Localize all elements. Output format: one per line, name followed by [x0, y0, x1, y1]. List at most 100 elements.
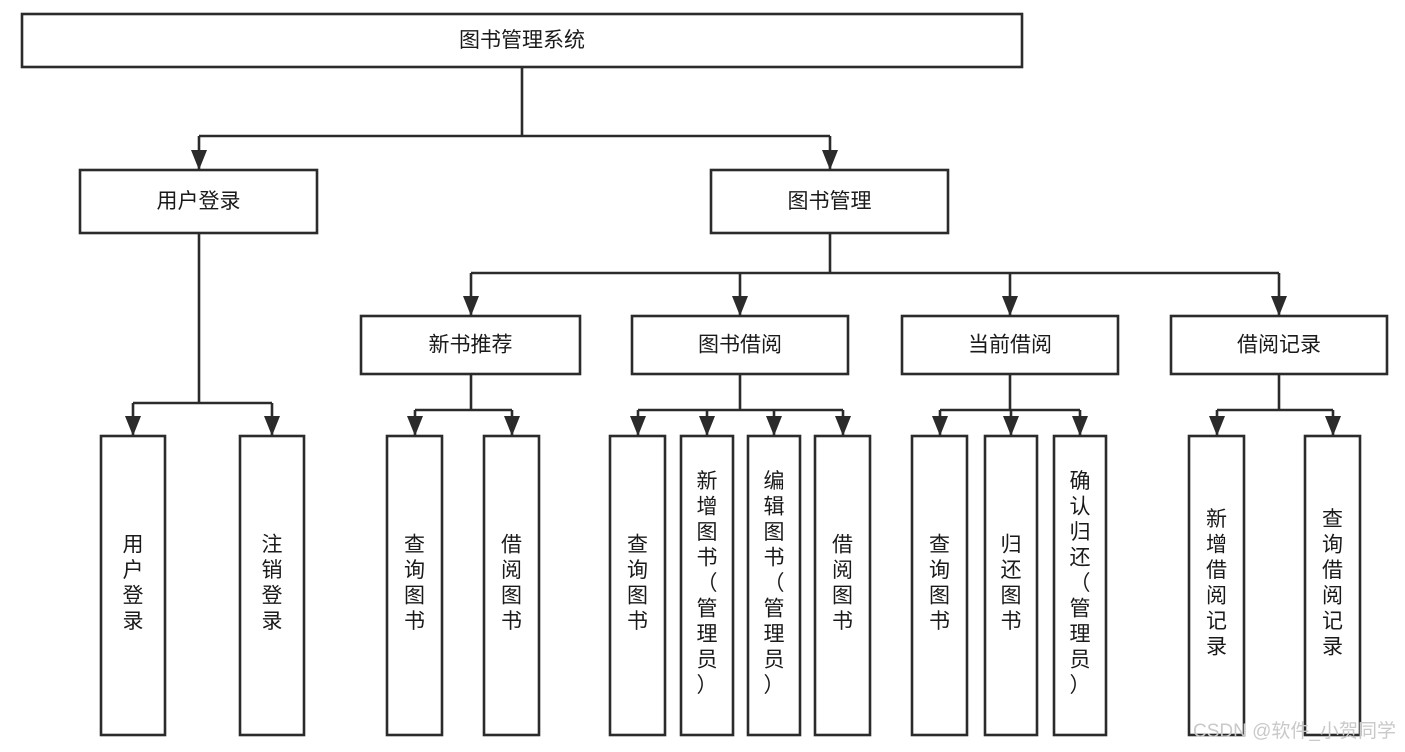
node-label-char: 管	[764, 597, 785, 620]
node-label-char: 归	[1070, 521, 1091, 544]
node-box[interactable]	[746, 434, 802, 737]
node-box[interactable]	[238, 434, 306, 737]
node-box[interactable]	[630, 314, 850, 376]
node-box[interactable]	[1187, 434, 1246, 737]
node-label-char: 阅	[501, 559, 522, 582]
node-new-book-rec[interactable]: 新书推荐	[359, 314, 582, 376]
node-label-char: ）	[764, 674, 785, 697]
node-label-char: 书	[627, 610, 648, 633]
connector-arrow-icon	[835, 416, 851, 436]
node-box[interactable]	[482, 434, 541, 737]
node-label-char: 图	[832, 585, 853, 608]
node-root[interactable]: 图书管理系统	[20, 12, 1024, 69]
edge-group-root	[191, 67, 838, 170]
node-label-char: 书	[764, 546, 785, 569]
node-book-manage[interactable]: 图书管理	[709, 168, 950, 235]
node-label-char: 书	[929, 610, 950, 633]
node-user-login[interactable]: 用户登录	[78, 168, 319, 235]
node-box[interactable]	[20, 12, 1024, 69]
node-current-borrow[interactable]: 当前借阅	[900, 314, 1120, 376]
node-label-char: 录	[123, 610, 144, 633]
node-label: 图书管理	[788, 190, 872, 213]
node-label-char: 录	[262, 610, 283, 633]
node-box[interactable]	[709, 168, 950, 235]
node-box[interactable]	[608, 434, 667, 737]
node-box[interactable]	[1169, 314, 1389, 376]
node-box[interactable]	[78, 168, 319, 235]
node-label-char: 增	[697, 495, 718, 518]
node-borrow-record[interactable]: 借阅记录	[1169, 314, 1389, 376]
node-box[interactable]	[910, 434, 969, 737]
node-label-char: 新	[697, 470, 718, 493]
node-label-char: ）	[697, 674, 718, 697]
node-label-char: 图	[501, 585, 522, 608]
node-label-char: 查	[1322, 508, 1343, 531]
node-label-char: 员	[697, 648, 718, 671]
node-book-borrow[interactable]: 图书借阅	[630, 314, 850, 376]
node-label-char: 记	[1206, 610, 1227, 633]
node-label-char: 借	[501, 534, 522, 557]
node-label: 新书推荐	[429, 334, 513, 357]
edge-group-new-book-rec	[407, 374, 520, 436]
node-label-char: 询	[404, 559, 425, 582]
node-box[interactable]	[1303, 434, 1362, 737]
node-box[interactable]	[99, 434, 167, 737]
node-label-char: 询	[1322, 534, 1343, 557]
node-label-char: 询	[627, 559, 648, 582]
node-box[interactable]	[679, 434, 735, 737]
node-label-char: 户	[123, 559, 144, 582]
node-box[interactable]	[813, 434, 872, 737]
node-box[interactable]	[1052, 434, 1108, 737]
node-box[interactable]	[983, 434, 1039, 737]
node-box[interactable]	[385, 434, 444, 737]
connector-layer	[125, 67, 1341, 436]
node-label-char: 阅	[1322, 585, 1343, 608]
node-label-char: 录	[1322, 636, 1343, 659]
node-box[interactable]	[900, 314, 1120, 376]
node-label-char: 图	[627, 585, 648, 608]
node-label-char: 管	[1070, 597, 1091, 620]
node-label-char: 记	[1322, 610, 1343, 633]
node-label-char: 增	[1206, 534, 1227, 557]
node-label-char: 辑	[764, 495, 785, 518]
connector-arrow-icon	[699, 416, 715, 436]
connector-arrow-icon	[191, 150, 207, 170]
connector-arrow-icon	[732, 296, 748, 316]
node-label-char: （	[764, 572, 785, 595]
node-layer: 图书管理系统用户登录图书管理新书推荐图书借阅当前借阅借阅记录用户登录注销登录查询…	[20, 12, 1389, 737]
node-label-char: 确	[1070, 470, 1091, 493]
edge-group-current-borrow	[932, 374, 1088, 436]
node-label-char: 书	[404, 610, 425, 633]
node-box[interactable]	[359, 314, 582, 376]
node-label-char: 登	[123, 585, 144, 608]
node-label-char: 阅	[832, 559, 853, 582]
node-label-char: 用	[123, 534, 144, 557]
node-label-char: 图	[929, 585, 950, 608]
node-label: 图书借阅	[698, 334, 782, 357]
node-label-char: 查	[929, 534, 950, 557]
edge-group-borrow-record	[1209, 374, 1341, 436]
connector-arrow-icon	[1209, 416, 1225, 436]
node-leaf-user-login[interactable]: 用户登录	[99, 434, 167, 737]
